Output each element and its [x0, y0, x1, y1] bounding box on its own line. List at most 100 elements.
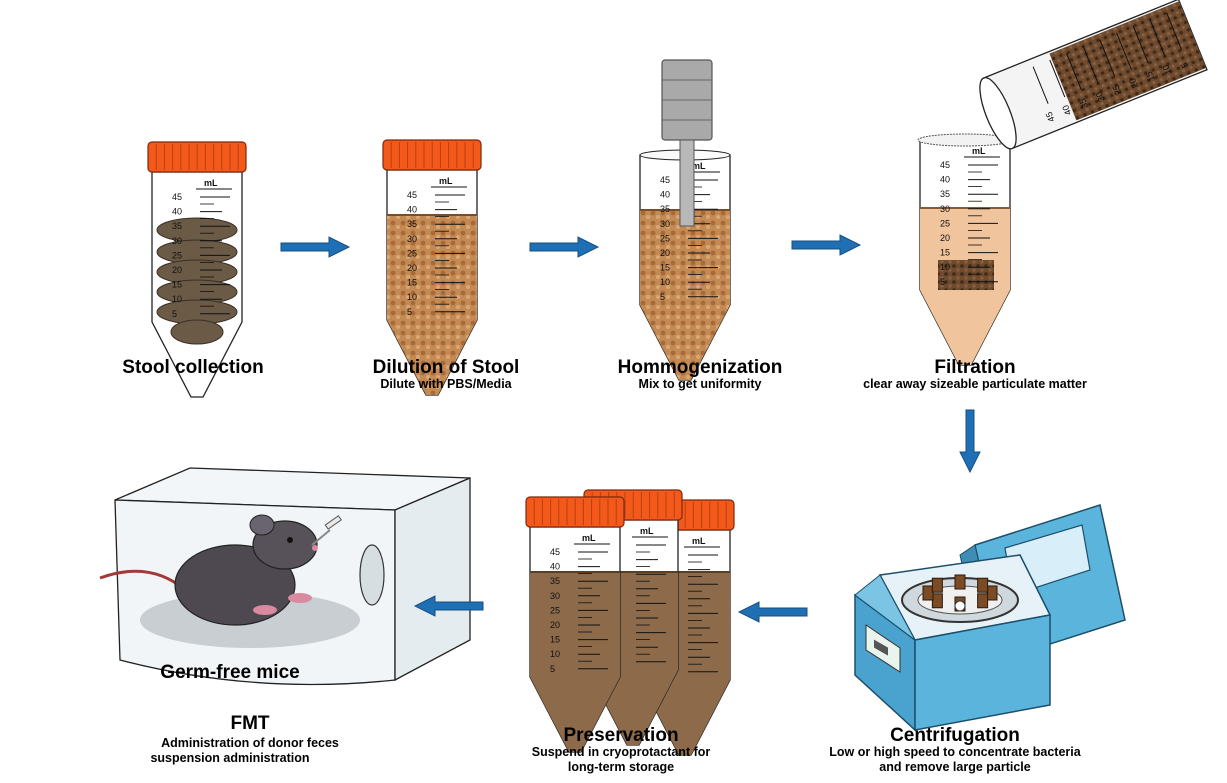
step-3-subtitle: Mix to get uniformity [638, 377, 762, 391]
tube-unit: mL [692, 536, 706, 546]
pour-tick-label-10: 10 [1161, 63, 1174, 76]
tick-label-5: 5 [550, 664, 555, 674]
tick-label-20: 20 [660, 248, 670, 258]
tick-label-45: 45 [172, 192, 182, 202]
tick-label-10: 10 [940, 262, 950, 272]
pour-tick-label-30: 30 [1094, 90, 1107, 103]
tick-label-25: 25 [660, 233, 670, 243]
step-1-title: Stool collection [122, 357, 264, 378]
tick-label-35: 35 [550, 576, 560, 586]
tick-label-40: 40 [940, 175, 950, 185]
tick-label-5: 5 [172, 309, 177, 319]
tick-label-40: 40 [660, 190, 670, 200]
tick-label-30: 30 [407, 234, 417, 244]
step-3-title: Hommogenization [617, 357, 783, 378]
tick-label-5: 5 [660, 292, 665, 302]
tick-label-20: 20 [407, 263, 417, 273]
tube-cap [525, 496, 625, 528]
tick-label-15: 15 [940, 248, 950, 258]
tick-label-25: 25 [407, 248, 417, 258]
step-2-title: Dilution of Stool [372, 357, 520, 378]
step-2-subtitle: Dilute with PBS/Media [380, 377, 512, 391]
pour-tick-label-15: 15 [1144, 70, 1157, 83]
mouse [99, 514, 342, 626]
rotor-vial [977, 593, 989, 609]
step-4-subtitle: clear away sizeable particulate matter [863, 377, 1087, 391]
tick-label-30: 30 [550, 591, 560, 601]
tick-label-10: 10 [660, 277, 670, 287]
tick-label-35: 35 [407, 219, 417, 229]
tube-unit: mL [439, 176, 453, 186]
pour-tick-label-45: 45 [1044, 110, 1057, 123]
rotor-vial [922, 585, 934, 601]
tick-label-10: 10 [550, 649, 560, 659]
step-5-subtitle: Low or high speed to concentrate bacteri… [829, 745, 1081, 759]
tick-label-30: 30 [940, 204, 950, 214]
rotor-vial [931, 593, 943, 609]
tick-label-10: 10 [172, 294, 182, 304]
tick-label-20: 20 [940, 233, 950, 243]
tick-label-45: 45 [660, 175, 670, 185]
tick-label-20: 20 [550, 620, 560, 630]
tube-unit: mL [692, 161, 706, 171]
step-6-title: Preservation [563, 725, 679, 746]
tick-label-45: 45 [940, 160, 950, 170]
rotor-vial [954, 574, 966, 590]
fmt-title: FMT [230, 713, 270, 734]
tick-label-35: 35 [940, 189, 950, 199]
step-5-subtitle-2: and remove large particle [879, 760, 1031, 774]
tick-label-5: 5 [940, 277, 945, 287]
pour-tick-label-40: 40 [1060, 104, 1073, 117]
step-6-subtitle: Suspend in cryoprotactant for [531, 745, 711, 759]
pour-tick-label-35: 35 [1077, 97, 1090, 110]
tube-unit: mL [640, 526, 654, 536]
homogenizer-probe [661, 59, 713, 227]
tick-label-5: 5 [407, 307, 412, 317]
tube-unit: mL [204, 178, 218, 188]
tick-label-25: 25 [550, 605, 560, 615]
centrifuge [854, 504, 1126, 732]
pour-tick-label-5: 5 [1179, 61, 1190, 69]
step-4-title: Filtration [934, 357, 1016, 378]
pour-tick-label-20: 20 [1127, 77, 1140, 90]
fmt-line-2: suspension administration [150, 751, 310, 765]
arrow-step-1-to-2 [280, 236, 351, 258]
tube-cap [147, 141, 247, 173]
tick-label-20: 20 [172, 265, 182, 275]
tube-scale: mL 45 40 35 30 25 20 15 10 5 [940, 146, 1000, 287]
tick-label-45: 45 [407, 190, 417, 200]
rotor-vial [977, 577, 989, 593]
step-7-title: Germ-free mice [160, 662, 300, 683]
tick-label-15: 15 [550, 635, 560, 645]
tick-label-45: 45 [550, 547, 560, 557]
tick-label-30: 30 [172, 236, 182, 246]
tick-label-40: 40 [172, 207, 182, 217]
stool-lump [156, 217, 238, 243]
rotor-vial [931, 577, 943, 593]
tick-label-15: 15 [407, 278, 417, 288]
rotor-vial [986, 585, 998, 601]
tube-unit: mL [972, 146, 986, 156]
tick-label-25: 25 [940, 218, 950, 228]
tube-unit: mL [582, 533, 596, 543]
arrow-step-3-to-4 [791, 234, 862, 256]
tick-label-30: 30 [660, 219, 670, 229]
tick-label-10: 10 [407, 292, 417, 302]
arrow-step-6-to-7 [413, 595, 484, 617]
tick-label-15: 15 [172, 280, 182, 290]
step-6-subtitle-2: long-term storage [567, 760, 675, 774]
arrow-step-2-to-3 [529, 236, 600, 258]
pour-tick-label-25: 25 [1110, 83, 1123, 96]
tick-label-35: 35 [660, 204, 670, 214]
tick-label-35: 35 [172, 221, 182, 231]
